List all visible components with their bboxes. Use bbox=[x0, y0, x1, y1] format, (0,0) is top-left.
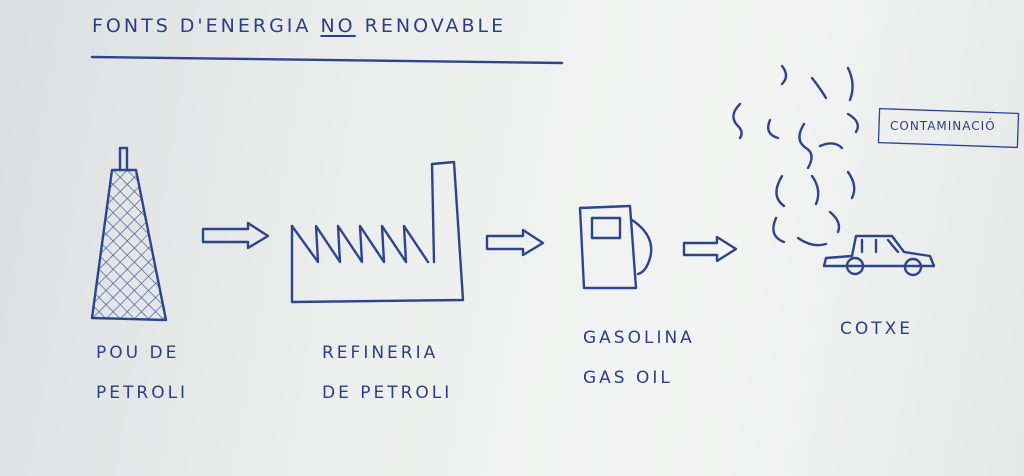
refinery-label-line2: de petroli bbox=[322, 383, 453, 403]
car-icon bbox=[822, 234, 936, 277]
node-label-oil-well: Pou de petroli bbox=[96, 333, 188, 413]
title-underline bbox=[90, 55, 564, 65]
smoke-cloud-icon bbox=[732, 64, 859, 247]
page-title: Fonts d'energia no renovable bbox=[92, 15, 506, 37]
arrow-1 bbox=[201, 221, 270, 250]
refinery-label-line1: Refineria bbox=[322, 343, 439, 363]
node-label-car: Cotxe bbox=[840, 309, 913, 349]
oil-well-label-line1: Pou de bbox=[96, 343, 180, 363]
title-emphasis: no bbox=[320, 15, 356, 37]
title-prefix: Fonts d'energia bbox=[92, 15, 312, 37]
fuel-label-line2: Gas oil bbox=[583, 368, 673, 388]
arrow-3 bbox=[682, 235, 738, 263]
title-suffix: renovable bbox=[364, 15, 507, 37]
pollution-box bbox=[877, 107, 1020, 149]
node-label-refinery: Refineria de petroli bbox=[322, 333, 452, 413]
oil-well-label-line2: petroli bbox=[96, 383, 189, 403]
arrow-2 bbox=[485, 228, 545, 257]
gas-pump-icon bbox=[578, 204, 653, 290]
pollution-label: Contaminació bbox=[890, 119, 996, 133]
node-label-fuel: Gasolina Gas oil bbox=[583, 318, 695, 398]
fuel-label-line1: Gasolina bbox=[583, 328, 695, 348]
car-label-line1: Cotxe bbox=[840, 319, 914, 339]
factory-icon bbox=[290, 160, 465, 304]
oil-derrick-icon bbox=[90, 146, 168, 322]
